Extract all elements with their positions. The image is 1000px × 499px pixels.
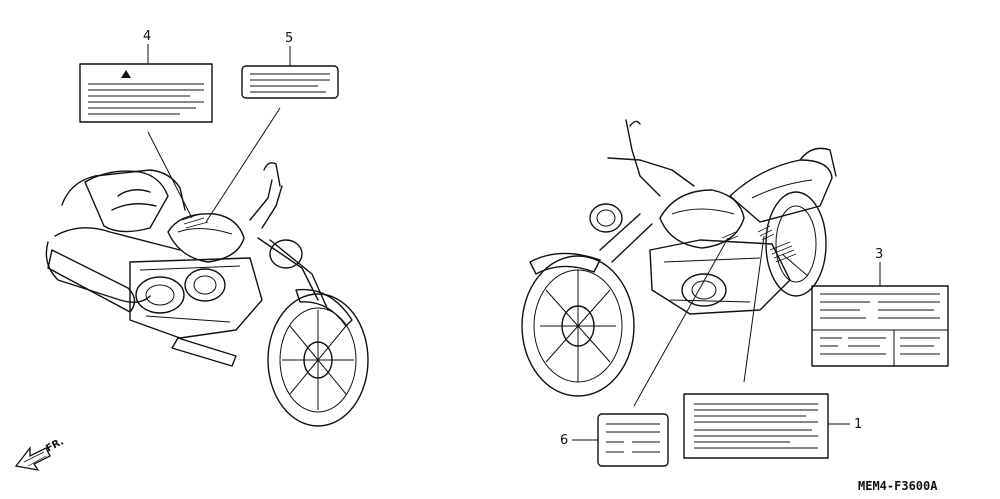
label-decal-3 xyxy=(811,285,949,367)
label-decal-5 xyxy=(241,65,339,99)
callout-3: 3 xyxy=(875,247,883,262)
callout-4: 4 xyxy=(143,29,151,44)
front-arrow-icon xyxy=(14,446,51,471)
callout-1: 1 xyxy=(854,417,862,432)
motorcycle-left-view xyxy=(45,162,369,427)
leader-lines xyxy=(147,44,881,441)
motorcycle-right-view xyxy=(521,119,837,397)
front-direction-marker: FR. xyxy=(14,436,66,471)
label-decal-1 xyxy=(683,393,829,459)
callout-5: 5 xyxy=(285,31,293,46)
callout-6: 6 xyxy=(560,433,568,448)
label-decal-4 xyxy=(79,63,213,123)
label-decal-6 xyxy=(597,413,669,467)
front-marker-label: FR. xyxy=(44,436,66,454)
diagram-code: MEM4-F3600A xyxy=(858,479,938,493)
